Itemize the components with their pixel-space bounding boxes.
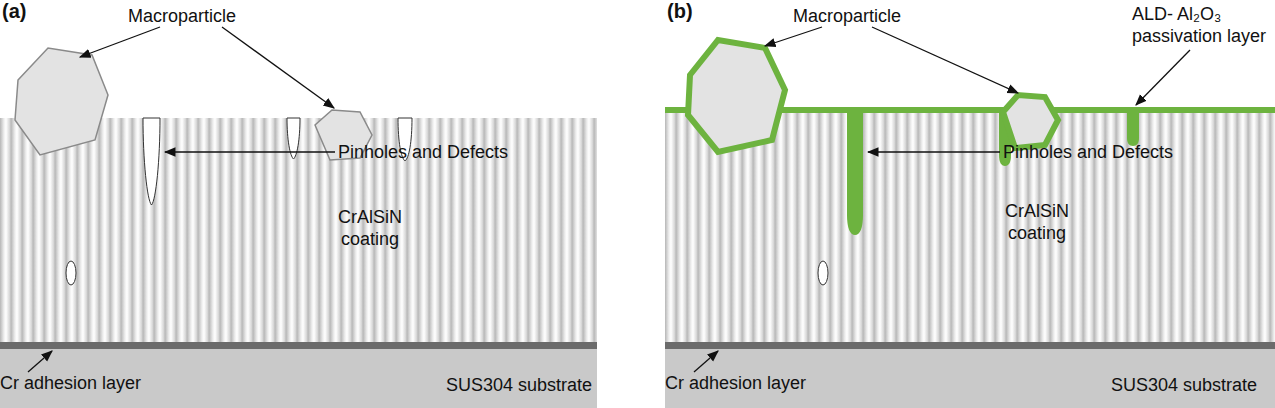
callout-label: Pinholes and Defects <box>338 141 508 163</box>
layer-name: CrAlSiN coating <box>328 206 412 250</box>
leader-line <box>872 27 1018 93</box>
layer-name: SUS304 substrate <box>1085 374 1257 396</box>
leader-line <box>765 27 822 46</box>
callout-label: Cr adhesion layer <box>665 372 806 394</box>
coating-layer: CrAlSiN coating <box>665 112 1275 342</box>
cr-adhesion-layer <box>0 342 597 349</box>
callout-label: Pinholes and Defects <box>1003 141 1173 163</box>
callout-label: Cr adhesion layer <box>0 372 141 394</box>
layer-name: CrAlSiN coating <box>995 200 1079 244</box>
leader-line <box>222 27 334 108</box>
panel-letter: (b) <box>667 0 693 22</box>
layer-name: SUS304 substrate <box>420 374 592 396</box>
callout-label: Macroparticle <box>793 5 901 27</box>
callout-label: ALD- Al₂O₃ passivation layer <box>1132 3 1275 47</box>
cr-adhesion-layer <box>665 342 1275 349</box>
leader-line <box>80 27 160 57</box>
panel-letter: (a) <box>2 0 26 22</box>
callout-label: Macroparticle <box>128 5 236 27</box>
leader-line <box>1136 50 1190 105</box>
